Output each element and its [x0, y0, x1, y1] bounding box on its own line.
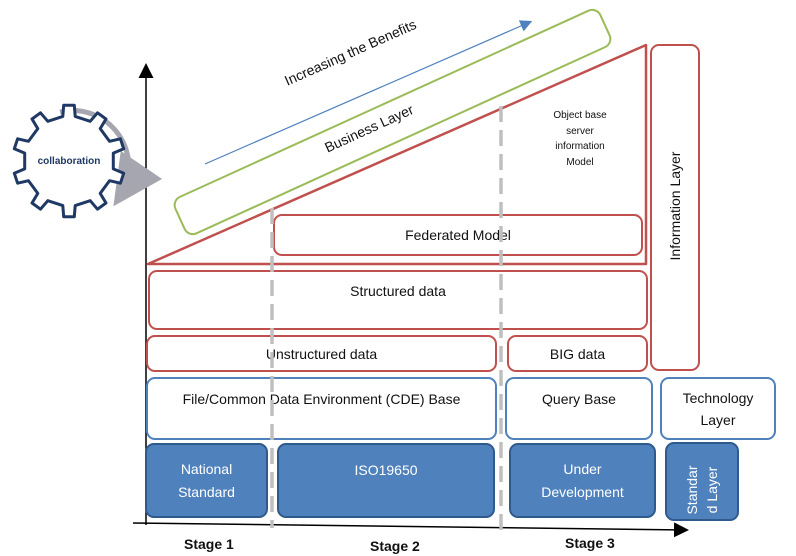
under-development-line: Under [563, 460, 602, 477]
technology-layer-line: Technology [682, 389, 754, 406]
structured-data-box: Structured data [148, 270, 648, 330]
stage-1-label: Stage 1 [184, 536, 234, 552]
standard-layer-line: Standar [684, 465, 700, 515]
object-model-line: Object base [553, 110, 607, 121]
stage-2-label: Stage 2 [370, 538, 420, 554]
file-cde-label: File/Common Data Environment (CDE) Base [182, 390, 461, 407]
object-model-line: Model [566, 156, 594, 168]
file-cde-box: File/Common Data Environment (CDE) Base [146, 377, 497, 440]
unstructured-data-box: Unstructured data [146, 335, 497, 372]
national-standard-line: Standard [178, 483, 235, 500]
standard-layer-line: d Layer [704, 466, 720, 514]
under-development-line: Development [541, 483, 624, 500]
technology-layer-line: Layer [700, 411, 736, 428]
structured-data-label: Structured data [350, 283, 446, 299]
stage-3-label: Stage 3 [565, 535, 615, 551]
iso19650-box: ISO19650 [277, 443, 495, 518]
standard-layer-box [665, 442, 739, 521]
big-data-box: BIG data [507, 335, 648, 372]
big-data-label: BIG data [549, 345, 606, 362]
under-development-box: Under Development [509, 443, 656, 518]
gear-outline [12, 103, 126, 219]
unstructured-data-label: Unstructured data [265, 345, 378, 362]
object-model-line: server [566, 125, 594, 137]
federated-model-label: Federated Model [405, 227, 511, 243]
technology-layer-box: Technology Layer [660, 377, 776, 440]
national-standard-line: National [180, 460, 233, 477]
query-base-label: Query Base [542, 390, 616, 407]
x-axis [132, 522, 689, 538]
collaboration-label: collaboration [37, 156, 101, 167]
information-layer-label: Information Layer [667, 151, 683, 261]
object-model-line: information [555, 141, 605, 152]
standard-layer-label: Standar d Layer [682, 454, 722, 526]
gear-icon [12, 103, 163, 219]
benefit-arrow [204, 20, 533, 165]
national-standard-box: National Standard [145, 443, 268, 518]
federated-model-box: Federated Model [273, 214, 643, 256]
information-layer-box [650, 44, 700, 371]
object-model-text: Object base server information Model [540, 108, 620, 170]
query-base-box: Query Base [505, 377, 653, 440]
iso19650-label: ISO19650 [354, 462, 418, 478]
